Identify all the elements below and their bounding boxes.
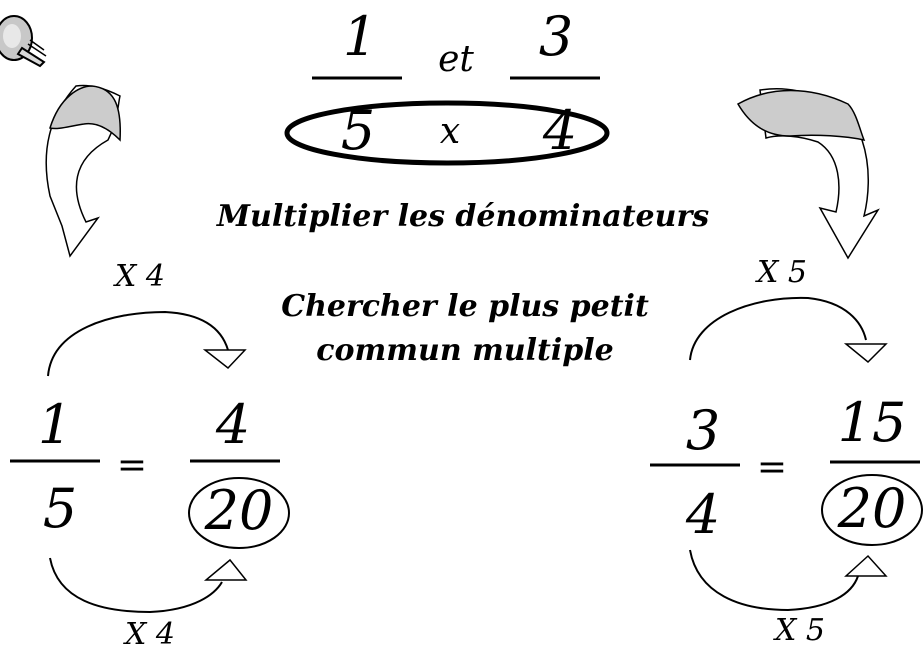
- top-fraction-2-numerator: 3: [538, 5, 574, 68]
- left-new-numerator: 4: [215, 393, 251, 456]
- curved-arrow-right-icon: [736, 88, 880, 260]
- top-denominator-1: 5: [340, 99, 376, 162]
- right-result-circle: [821, 474, 923, 546]
- top-fraction-1-numerator: 1: [342, 5, 378, 68]
- right-new-denominator: 20: [837, 477, 907, 540]
- denominator-ellipse: [284, 100, 610, 166]
- left-original-numerator: 1: [37, 393, 73, 456]
- left-factor-top: X 4: [115, 259, 165, 294]
- right-equals-sign: =: [756, 447, 788, 488]
- multiplication-sign: x: [439, 111, 461, 152]
- left-bottom-arc: [49, 557, 248, 614]
- right-factor-top: X 5: [757, 255, 807, 290]
- magnifier-pen-clipart-icon: [0, 15, 47, 68]
- left-new-denominator: 20: [204, 479, 274, 542]
- caption-lcm-line2: commun multiple: [316, 333, 614, 368]
- right-new-numerator: 15: [837, 391, 907, 454]
- top-connector-et: et: [438, 39, 474, 80]
- left-factor-bottom: X 4: [125, 617, 175, 652]
- left-equals-sign: =: [116, 445, 148, 486]
- right-original-numerator: 3: [685, 399, 721, 462]
- left-original-denominator: 5: [42, 477, 78, 540]
- right-original-denominator: 4: [685, 483, 721, 546]
- right-top-arc: [689, 296, 888, 364]
- left-top-arc: [47, 310, 247, 377]
- caption-multiply-denominators: Multiplier les dénominateurs: [216, 199, 710, 234]
- left-result-circle: [188, 477, 290, 549]
- right-factor-bottom: X 5: [775, 613, 825, 648]
- top-denominator-2: 4: [542, 99, 578, 162]
- right-bottom-arc: [689, 549, 888, 612]
- caption-lcm-line1: Chercher le plus petit: [281, 289, 649, 324]
- curved-arrow-left-icon: [45, 84, 121, 258]
